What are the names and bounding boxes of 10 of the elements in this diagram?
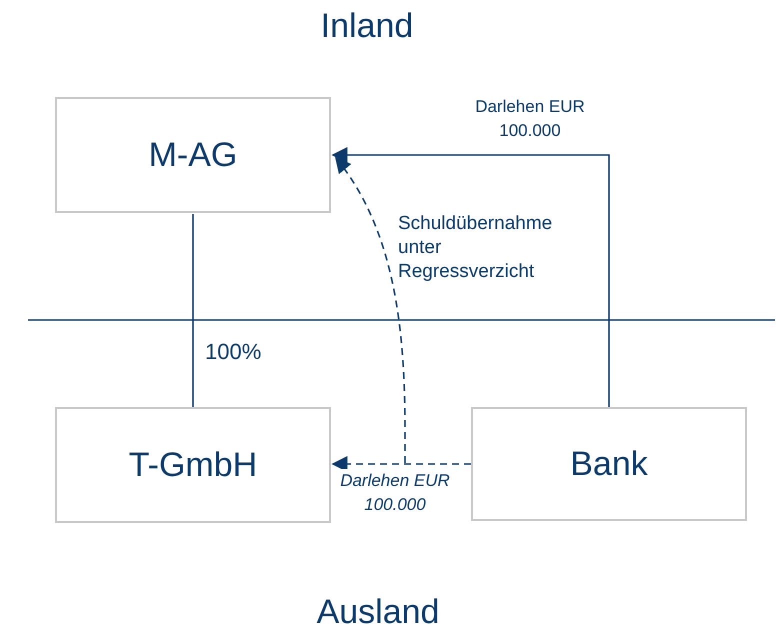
entity-name: M-AG — [148, 136, 238, 174]
arrow — [331, 147, 610, 407]
entity-box — [55, 97, 331, 213]
entity-box — [471, 407, 747, 521]
entity-name: Bank — [570, 444, 648, 484]
connector-line — [192, 214, 194, 407]
entity-box — [55, 407, 331, 523]
dashed-arrow — [335, 156, 406, 463]
dashed-arrow — [331, 456, 471, 472]
entity-name: T-GmbH — [128, 446, 258, 484]
